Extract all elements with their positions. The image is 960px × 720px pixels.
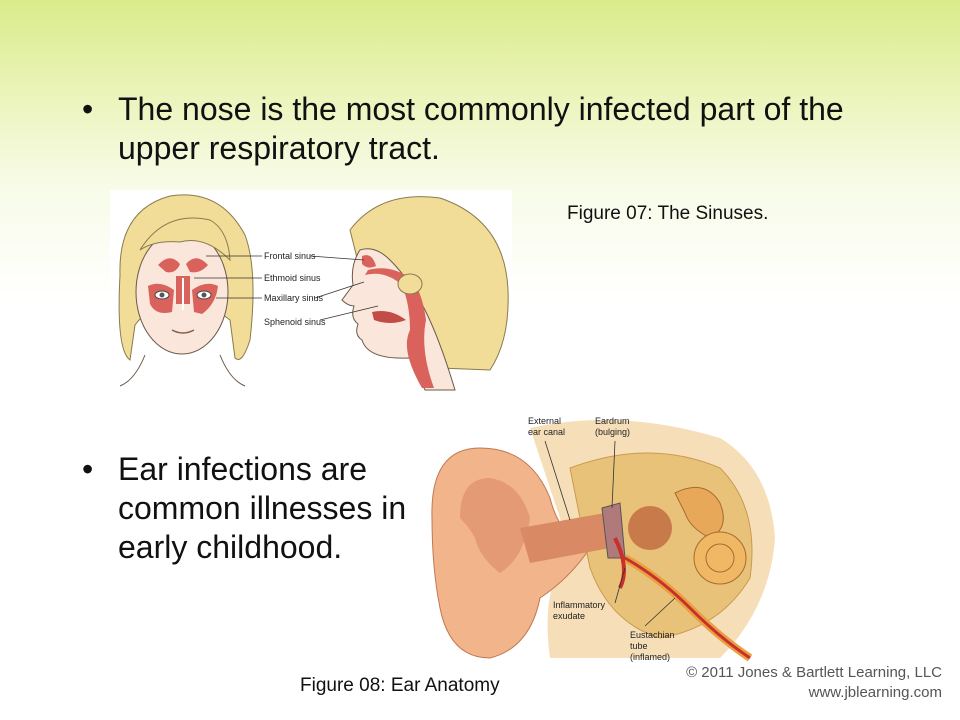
- sinus-label-frontal: Frontal sinus: [264, 251, 316, 261]
- ear-label-external-canal-2: ear canal: [528, 427, 565, 437]
- bullet-nose-infection: • The nose is the most commonly infected…: [82, 90, 908, 168]
- ear-label-exudate: Inflammatory: [553, 600, 606, 610]
- publisher-url: www.jblearning.com: [808, 684, 942, 701]
- sinus-figure-caption: Figure 07: The Sinuses.: [567, 203, 769, 224]
- profile-head-drawing: [341, 196, 509, 391]
- bullet-marker: •: [82, 91, 94, 127]
- bullet-text: Ear infections are common illnesses in e…: [118, 451, 407, 565]
- bullet-marker: •: [82, 451, 94, 487]
- bullet-text: The nose is the most commonly infected p…: [118, 91, 844, 166]
- ear-anatomy-drawing: [431, 420, 775, 662]
- sinus-figure: Frontal sinus Ethmoid sinus Maxillary si…: [110, 190, 512, 400]
- ear-label-eustachian: Eustachian: [630, 630, 675, 640]
- sinus-label-sphenoid: Sphenoid sinus: [264, 317, 326, 327]
- ear-leader-lines: [544, 440, 676, 627]
- ear-illustration: External ear canal Eardrum (bulging) Inf…: [431, 416, 775, 662]
- ear-label-eustachian-3: (inflamed): [630, 652, 670, 662]
- ear-figure-caption: Figure 08: Ear Anatomy: [300, 675, 500, 696]
- ear-figure: External ear canal Eardrum (bulging) Inf…: [420, 408, 780, 666]
- ear-label-external-canal: External: [528, 416, 561, 426]
- sinus-leader-lines: [194, 255, 379, 321]
- ear-label-exudate-2: exudate: [553, 611, 585, 621]
- sinus-illustration: Frontal sinus Ethmoid sinus Maxillary si…: [118, 194, 509, 391]
- copyright-notice: © 2011 Jones & Bartlett Learning, LLC: [686, 664, 942, 681]
- sinus-label-maxillary: Maxillary sinus: [264, 293, 324, 303]
- front-face-drawing: [118, 194, 254, 387]
- ear-label-eardrum-2: (bulging): [595, 427, 630, 437]
- sinus-label-ethmoid: Ethmoid sinus: [264, 273, 321, 283]
- bullet-ear-infection: • Ear infections are common illnesses in…: [82, 450, 418, 567]
- ear-label-eustachian-2: tube: [630, 641, 648, 651]
- ear-label-eardrum: Eardrum: [595, 416, 630, 426]
